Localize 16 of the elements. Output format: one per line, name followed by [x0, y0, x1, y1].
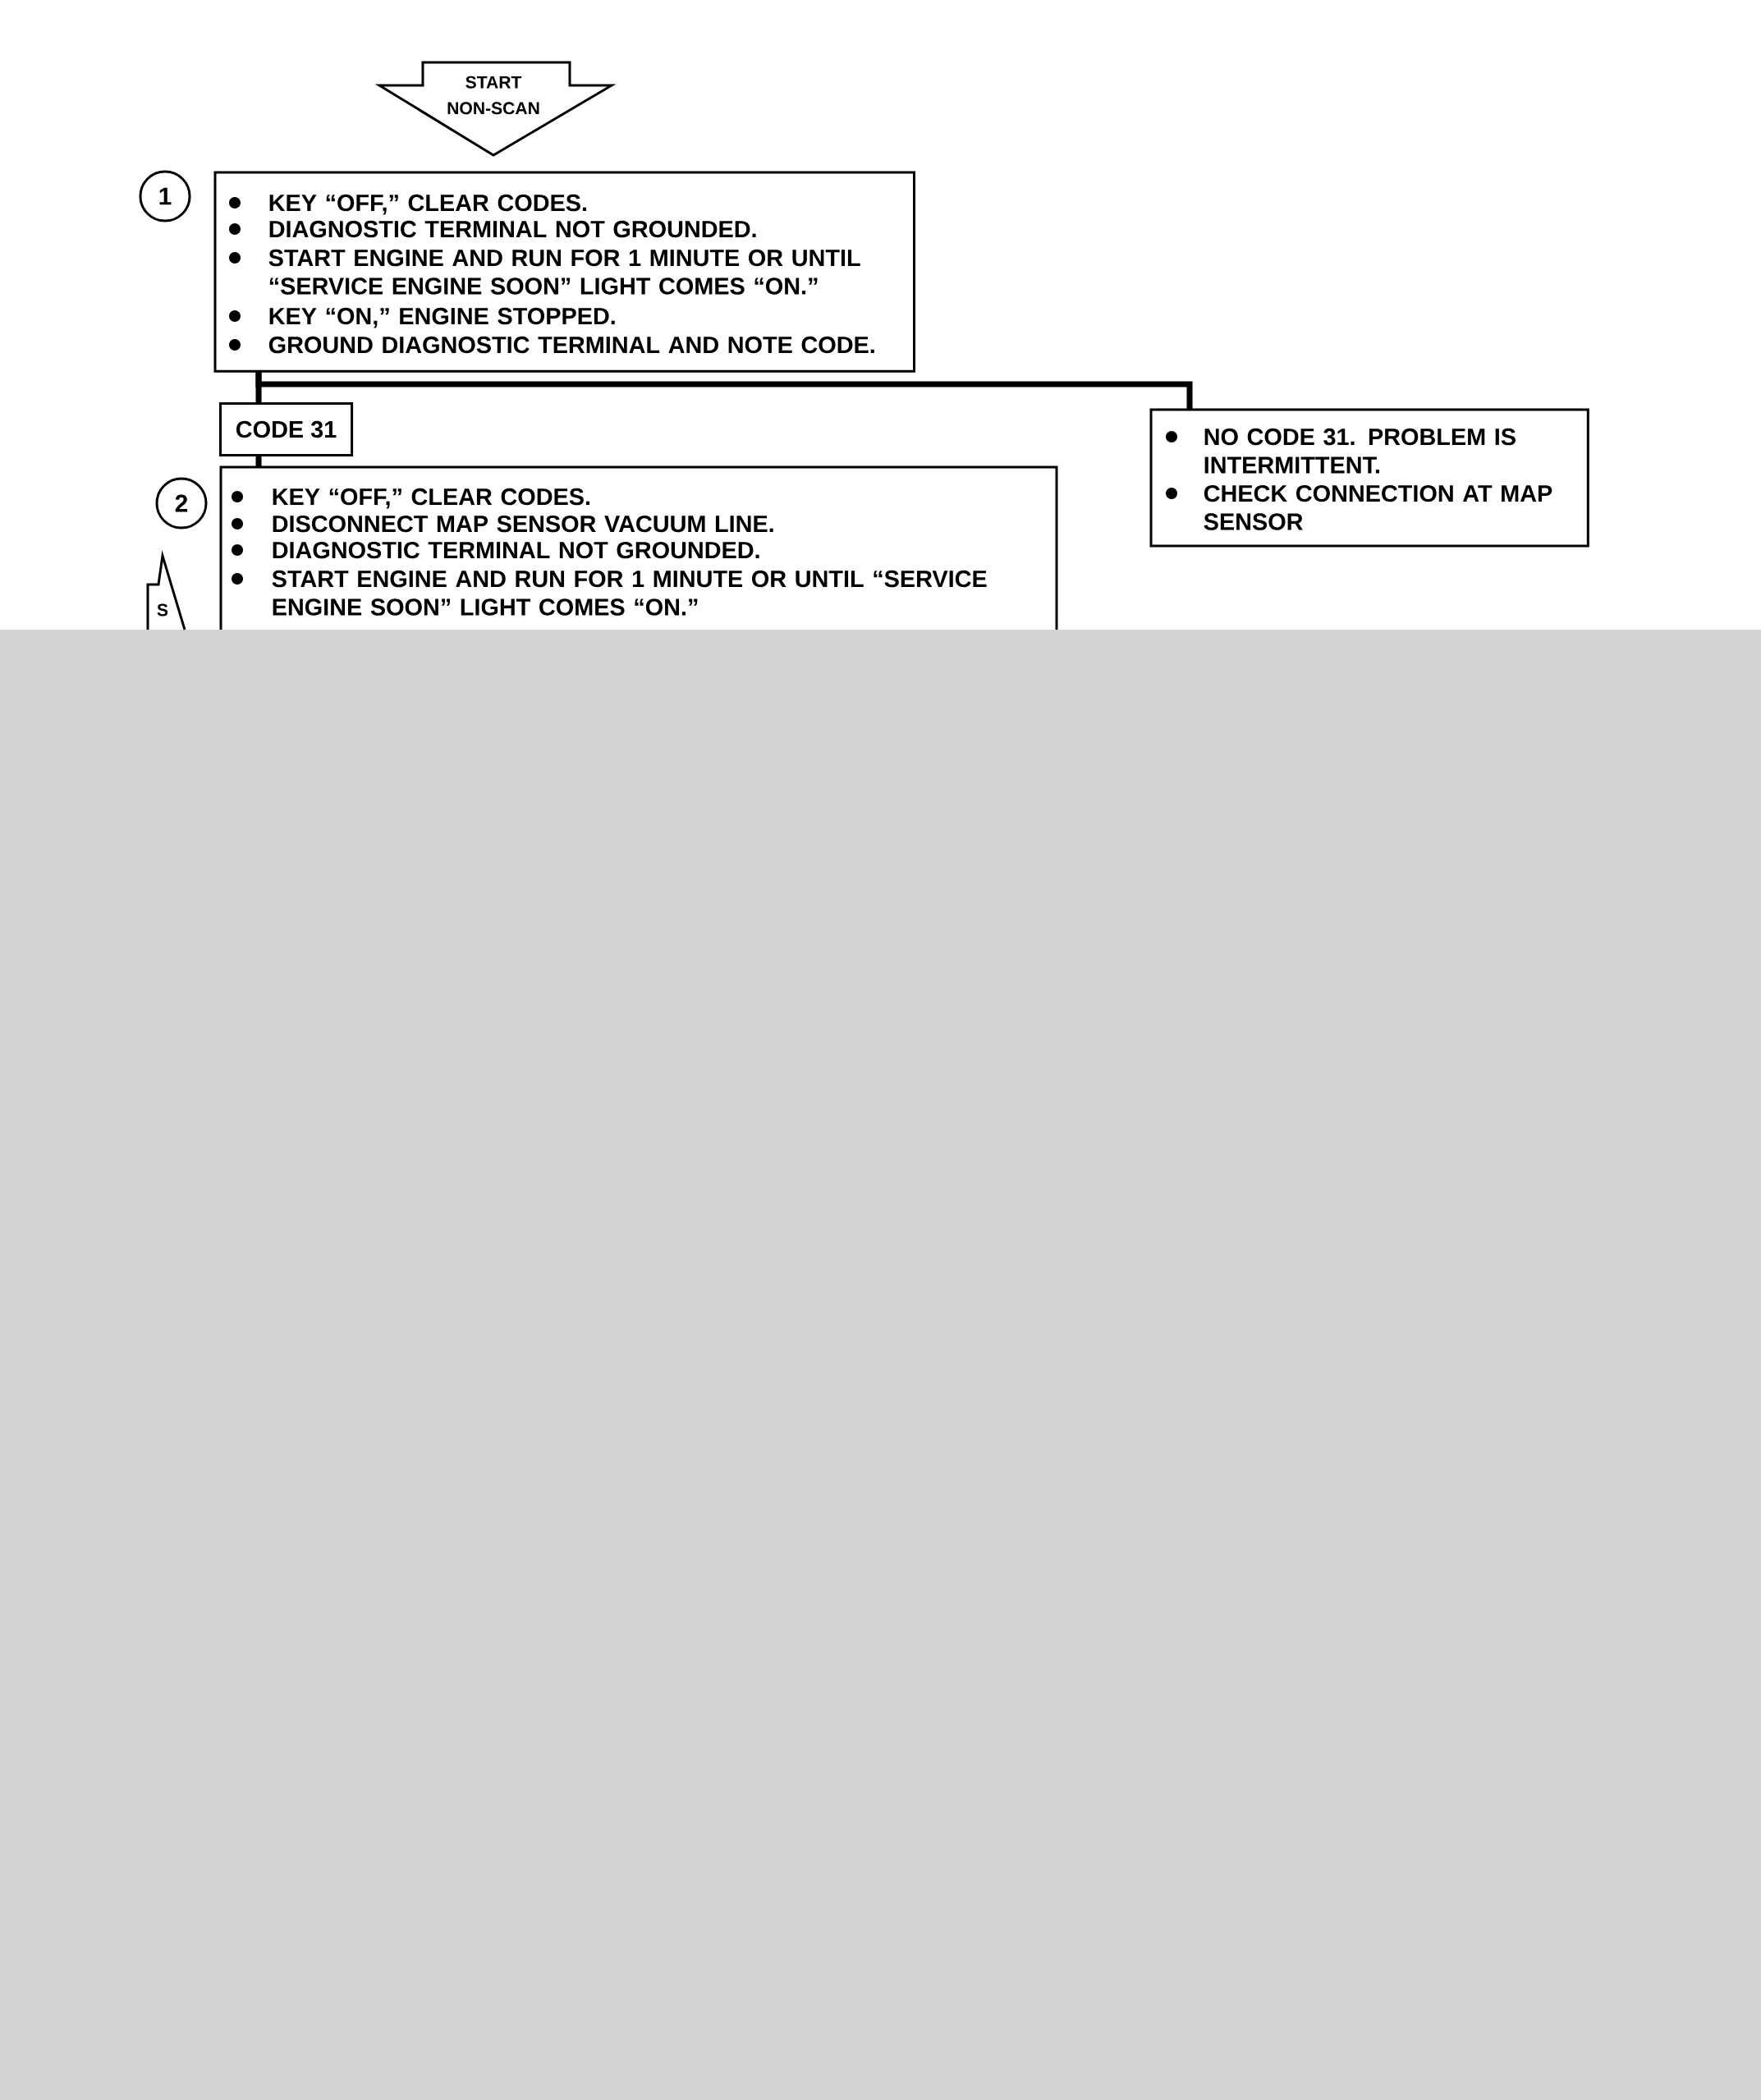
step-text: KEY “OFF,” CLEAR CODES.	[273, 488, 590, 509]
step-text: DISCONNECT MAP SENSOR VACUUM LINE.	[273, 515, 773, 533]
code-box: CODE 31	[219, 402, 354, 457]
connector-line	[255, 371, 1193, 410]
step-text: DIAGNOSTIC TERMINAL NOT GROUNDED.	[269, 220, 756, 238]
step-number: 2	[155, 477, 208, 530]
step-text: NO CODE 31. PROBLEM IS INTERMITTENT.	[1204, 428, 1516, 474]
step-text: KEY “ON,” ENGINE STOPPED.	[269, 307, 615, 328]
step-text: DIAGNOSTIC TERMINAL NOT GROUNDED.	[273, 541, 759, 559]
step-text: START ENGINE AND RUN FOR 1 MINUTE OR UNTIL “SERVICE ENGINE SOON” LIGHT COMES “ON.”	[268, 249, 860, 295]
label-tab: S	[146, 550, 186, 630]
step-text: START ENGINE AND RUN FOR 1 MINUTE OR UNTIL “SERVICE ENGINE SOON” LIGHT COMES “ON.”	[272, 570, 987, 616]
step-text: GROUND DIAGNOSTIC TERMINAL AND NOTE CODE.	[268, 336, 874, 354]
step-number: 1	[139, 170, 191, 222]
step-text: KEY “OFF,” CLEAR CODES.	[269, 194, 586, 215]
step-text: CHECK CONNECTION AT MAP SENSOR	[1204, 484, 1552, 530]
